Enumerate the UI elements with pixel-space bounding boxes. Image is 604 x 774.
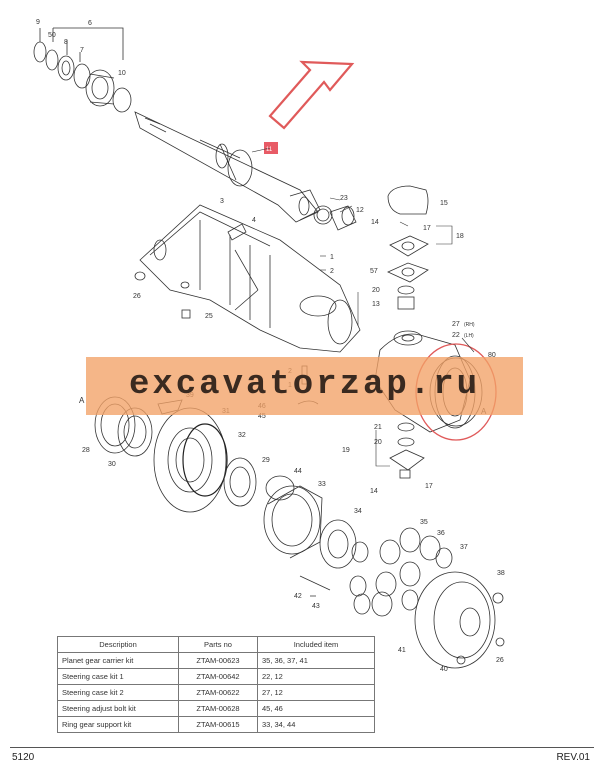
watermark-band (86, 357, 523, 415)
callout-40: 40 (440, 666, 448, 673)
callout-17-bottom: 17 (425, 483, 433, 490)
callout-41: 41 (398, 647, 406, 654)
callout-17-top: 17 (423, 225, 431, 232)
callout-6: 6 (88, 20, 92, 27)
callout-33: 33 (318, 481, 326, 488)
watermark-text: excavatorzap.ru (128, 366, 481, 404)
col-parts-no: Parts no (178, 636, 258, 653)
callout-14-bottom: 14 (370, 488, 378, 495)
callout-19: 19 (342, 447, 350, 454)
callout-22: 22 (452, 332, 460, 339)
callout-38: 38 (497, 570, 505, 577)
cell-included-item: 45, 46 (257, 700, 375, 717)
callout-57: 57 (370, 268, 378, 275)
callout-22-lh: (LH) (464, 333, 474, 339)
callout-43: 43 (312, 603, 320, 610)
cell-included-item: 22, 12 (257, 668, 375, 685)
cell-included-item: 27, 12 (257, 684, 375, 701)
cell-parts-no: ZTAM-00623 (178, 652, 258, 669)
callout-18: 18 (456, 233, 464, 240)
callout-20-top: 20 (372, 287, 380, 294)
callout-23: 23 (340, 195, 348, 202)
callout-26-top: 26 (133, 293, 141, 300)
callout-13: 13 (372, 301, 380, 308)
cell-description: Steering adjust bolt kit (57, 700, 179, 717)
planet-gears (349, 527, 453, 617)
kits-table-header: Description Parts no Included item (57, 636, 375, 653)
kits-table: Description Parts no Included item Plane… (57, 636, 375, 733)
cell-description: Planet gear carrier kit (57, 652, 179, 669)
table-row: Planet gear carrier kit ZTAM-00623 35, 3… (57, 652, 375, 669)
callout-44: 44 (294, 468, 302, 475)
callout-27: 27 (452, 321, 460, 328)
callout-27-rh: (RH) (464, 322, 475, 328)
steering-case (374, 333, 471, 433)
callout-45: 45 (258, 413, 266, 420)
cell-parts-no: ZTAM-00628 (178, 700, 258, 717)
callout-8: 8 (64, 39, 68, 46)
callout-32: 32 (238, 432, 246, 439)
ring-gear-33 (263, 485, 321, 555)
pointer-arrow-icon (268, 60, 355, 130)
highlight-box (264, 142, 278, 154)
footer-divider (10, 747, 594, 748)
cell-description: Steering case kit 2 (57, 684, 179, 701)
callout-12: 12 (356, 207, 364, 214)
callout-26-bottom: 26 (496, 657, 504, 664)
drive-shaft-11 (134, 111, 319, 223)
cell-parts-no: ZTAM-00622 (178, 684, 258, 701)
page-number: 5120 (12, 752, 35, 763)
axle-housing (139, 204, 361, 353)
callout-50: 50 (48, 32, 56, 39)
cell-description: Steering case kit 1 (57, 668, 179, 685)
callout-80: 80 (488, 352, 496, 359)
callout-4: 4 (252, 217, 256, 224)
callout-11: 11 (266, 147, 273, 153)
bearing-10 (85, 69, 115, 107)
callout-9: 9 (36, 19, 40, 26)
callout-1-top: 1 (330, 254, 334, 261)
callout-10: 10 (118, 70, 126, 77)
callout-15: 15 (440, 200, 448, 207)
cell-included-item: 33, 34, 44 (257, 716, 375, 733)
callout-35: 35 (420, 519, 428, 526)
callout-28: 28 (82, 447, 90, 454)
callout-29-right: 29 (262, 457, 270, 464)
callout-37: 37 (460, 544, 468, 551)
callout-7: 7 (80, 47, 84, 54)
seal-ring-9 (33, 41, 47, 63)
cell-parts-no: ZTAM-00642 (178, 668, 258, 685)
col-included-item: Included item (257, 636, 375, 653)
callout-25: 25 (205, 313, 213, 320)
table-row: Ring gear support kit ZTAM-00615 33, 34,… (57, 716, 375, 733)
table-row: Steering case kit 1 ZTAM-00642 22, 12 (57, 668, 375, 685)
callout-a-left: A (79, 396, 85, 405)
cell-description: Ring gear support kit (57, 716, 179, 733)
revision-label: REV.01 (556, 752, 590, 763)
callout-36: 36 (437, 530, 445, 537)
callout-20-bottom: 20 (374, 439, 382, 446)
callout-2-top: 2 (330, 268, 334, 275)
callout-34: 34 (354, 508, 362, 515)
callout-14-top: 14 (371, 219, 379, 226)
bolt-26-top (134, 271, 146, 281)
table-row: Steering adjust bolt kit ZTAM-00628 45, … (57, 700, 375, 717)
planet-carrier-41 (414, 571, 496, 669)
cell-parts-no: ZTAM-00615 (178, 716, 258, 733)
table-row: Steering case kit 2 ZTAM-00622 27, 12 (57, 684, 375, 701)
callout-42: 42 (294, 593, 302, 600)
callout-21: 21 (374, 424, 382, 431)
cell-included-item: 35, 36, 37, 41 (257, 652, 375, 669)
col-description: Description (57, 636, 179, 653)
wheel-hub-31 (153, 407, 227, 513)
callout-3: 3 (220, 198, 224, 205)
callout-30: 30 (108, 461, 116, 468)
